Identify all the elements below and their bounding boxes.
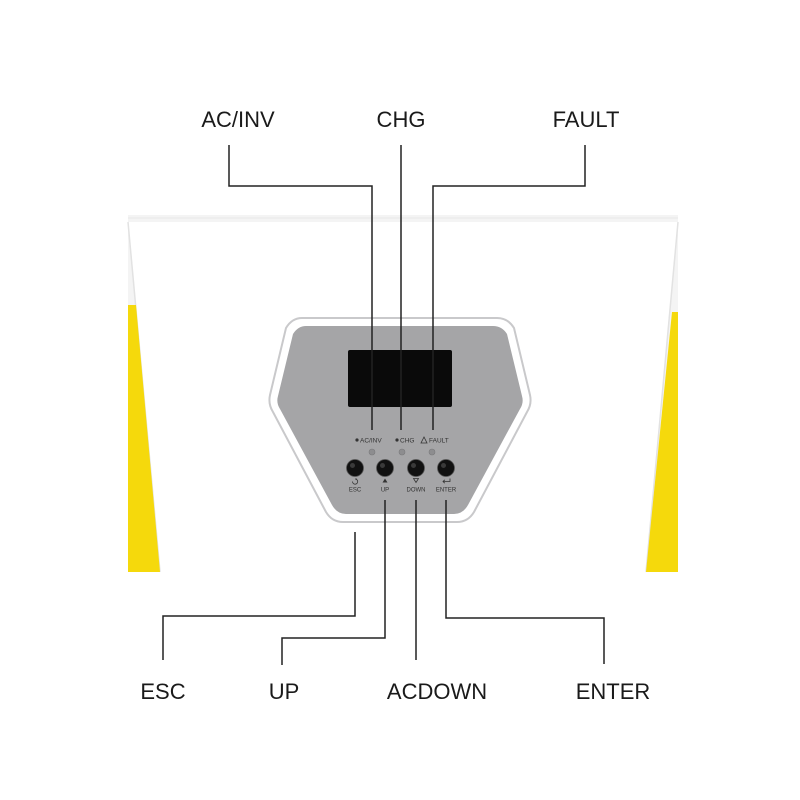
button-label-esc: ESC — [349, 488, 362, 494]
leader-line-enter — [445, 500, 605, 664]
up-button[interactable] — [376, 459, 394, 477]
indicator-label-ac-inv: AC/INV — [360, 438, 382, 445]
callout-down: ACDOWN — [386, 679, 488, 704]
right-yellow-stripe — [646, 312, 678, 572]
down-button[interactable] — [407, 459, 425, 477]
led-ac-inv — [368, 448, 376, 456]
leader-line-up — [281, 500, 386, 665]
button-label-enter: ENTER — [436, 488, 457, 494]
dot-icon — [395, 438, 399, 442]
callout-fault: FAULT — [552, 107, 620, 132]
warning-triangle-icon — [420, 436, 428, 444]
button-label-up: UP — [381, 488, 389, 494]
leader-line-esc — [162, 532, 356, 660]
left-yellow-stripe — [128, 305, 160, 572]
top-leader-lines — [228, 145, 586, 430]
dot-icon — [355, 438, 359, 442]
indicator-label-chg: CHG — [400, 438, 414, 445]
callout-enter: ENTER — [575, 679, 651, 704]
lcd-screen — [348, 350, 452, 407]
leader-line-fault — [432, 145, 586, 430]
enter-button[interactable] — [437, 459, 455, 477]
control-panel — [268, 317, 532, 523]
button-row: ESC UP DOWN ENTER — [346, 459, 457, 494]
back-arrow-icon — [352, 478, 359, 485]
enter-return-icon — [442, 478, 451, 484]
led-chg — [398, 448, 406, 456]
esc-button[interactable] — [346, 459, 364, 477]
bottom-leader-lines — [162, 500, 605, 665]
indicator-row: AC/INV CHG FAULT — [355, 436, 449, 456]
leader-line-ac-inv — [228, 145, 373, 430]
indicator-label-fault: FAULT — [429, 438, 449, 445]
triangle-up-icon — [382, 478, 388, 483]
callout-esc: ESC — [140, 679, 186, 704]
callout-up: UP — [268, 679, 300, 704]
callout-chg: CHG — [376, 107, 426, 132]
callout-ac-inv: AC/INV — [201, 107, 275, 132]
button-label-down: DOWN — [407, 488, 426, 494]
triangle-down-icon — [412, 478, 420, 484]
led-fault — [428, 448, 436, 456]
